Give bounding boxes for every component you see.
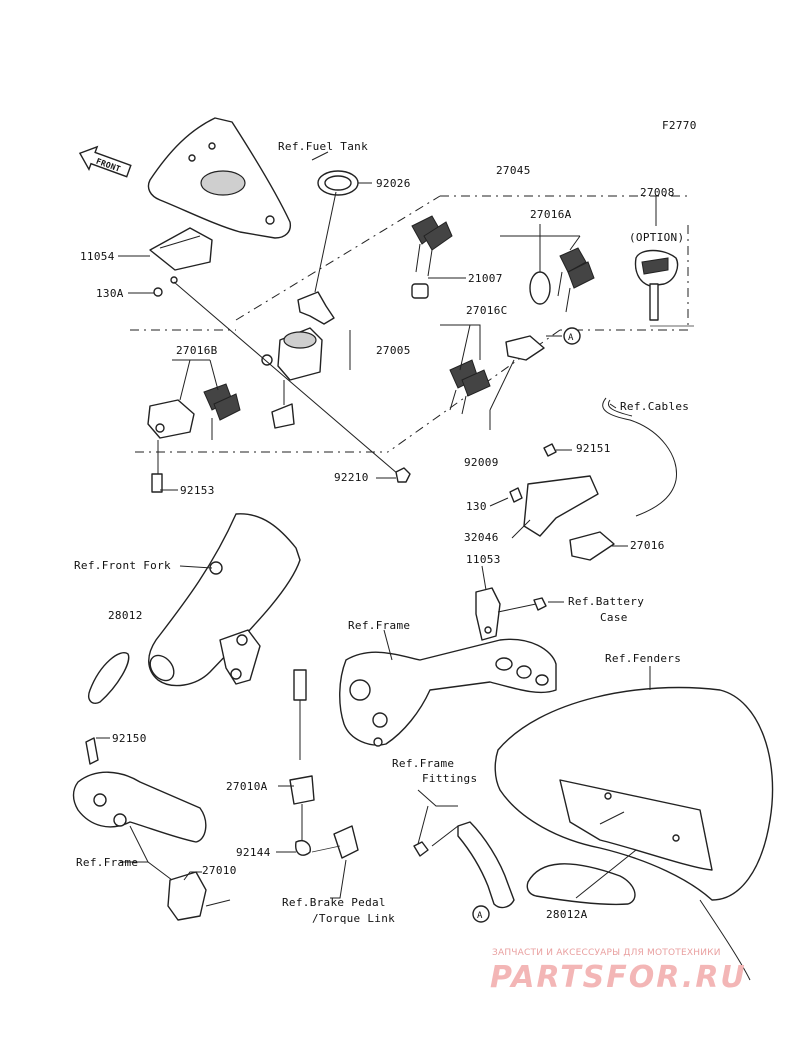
label-92151: 92151 bbox=[576, 442, 611, 455]
label-92026: 92026 bbox=[376, 177, 411, 190]
label-92150: 92150 bbox=[112, 732, 147, 745]
ref-battery-case-1: Ref.Battery bbox=[568, 595, 644, 608]
label-27016: 27016 bbox=[630, 539, 665, 552]
label-27005: 27005 bbox=[376, 344, 411, 357]
ignition-switch bbox=[261, 191, 337, 429]
lower-frame-switch bbox=[72, 737, 231, 921]
frame-section bbox=[339, 587, 557, 747]
frame-fittings-bracket bbox=[413, 805, 515, 909]
option-label: (OPTION) bbox=[629, 231, 684, 244]
keys-21007 bbox=[411, 215, 453, 299]
lock-set-27016B bbox=[147, 383, 241, 493]
ref-front-fork: Ref.Front Fork bbox=[74, 559, 171, 572]
fuel-tank-mount bbox=[147, 117, 292, 297]
ref-brake-pedal-1: Ref.Brake Pedal bbox=[282, 896, 386, 909]
ref-frame-fittings-2: Fittings bbox=[422, 772, 477, 785]
ref-battery-case-2: Case bbox=[600, 611, 628, 624]
ref-frame-fittings-1: Ref.Frame bbox=[392, 757, 454, 770]
label-27008: 27008 bbox=[640, 186, 675, 199]
label-11054: 11054 bbox=[80, 250, 115, 263]
watermark-logo: PARTSFOR.RU bbox=[490, 960, 747, 995]
svg-text:A: A bbox=[477, 911, 483, 921]
option-key-27008 bbox=[634, 249, 694, 327]
label-27016C: 27016C bbox=[466, 304, 508, 317]
diagram-labels: F2770 Ref.Fuel Tank 27045 92026 27008 (O… bbox=[74, 119, 697, 925]
label-92009: 92009 bbox=[464, 456, 499, 469]
seat-lock-cable bbox=[509, 397, 677, 561]
ref-cables: Ref.Cables bbox=[620, 400, 689, 413]
label-27010A: 27010A bbox=[226, 780, 268, 793]
ref-brake-pedal-2: /Torque Link bbox=[312, 912, 395, 925]
front-fork bbox=[88, 513, 301, 704]
bolt-92210 bbox=[173, 281, 411, 483]
group-boundary-lines bbox=[130, 195, 689, 453]
diagram-code: F2770 bbox=[662, 119, 697, 132]
ref-marker-a-lower: A bbox=[472, 905, 490, 923]
label-27010: 27010 bbox=[202, 864, 237, 877]
label-27016B: 27016B bbox=[176, 344, 218, 357]
ref-fuel-tank: Ref.Fuel Tank bbox=[278, 140, 368, 153]
label-21007: 21007 bbox=[468, 272, 503, 285]
ref-frame-mid: Ref.Frame bbox=[348, 619, 410, 632]
brake-switch-27010A bbox=[289, 669, 359, 859]
lock-set-27016A bbox=[529, 247, 595, 313]
ref-frame-lower: Ref.Frame bbox=[76, 856, 138, 869]
rear-fender bbox=[494, 686, 774, 981]
ref-marker-a-upper: A bbox=[563, 327, 581, 345]
front-arrow-icon: FRONT bbox=[78, 145, 132, 178]
svg-text:A: A bbox=[568, 333, 574, 343]
label-11053: 11053 bbox=[466, 553, 501, 566]
label-27016A: 27016A bbox=[530, 208, 572, 221]
leader-lines bbox=[96, 151, 657, 899]
label-130A: 130A bbox=[96, 287, 124, 300]
label-92153: 92153 bbox=[180, 484, 215, 497]
label-27045: 27045 bbox=[496, 164, 531, 177]
lock-set-27016C bbox=[449, 335, 545, 430]
label-130: 130 bbox=[466, 500, 487, 513]
grommet-92026 bbox=[317, 170, 359, 196]
label-28012: 28012 bbox=[108, 609, 143, 622]
label-92144: 92144 bbox=[236, 846, 271, 859]
watermark-subtitle: ЗАПЧАСТИ И АКСЕССУАРЫ ДЛЯ МОТОТЕХНИКИ bbox=[492, 948, 721, 958]
label-92210: 92210 bbox=[334, 471, 369, 484]
label-32046: 32046 bbox=[464, 531, 499, 544]
ref-fenders: Ref.Fenders bbox=[605, 652, 681, 665]
label-28012A: 28012A bbox=[546, 908, 588, 921]
